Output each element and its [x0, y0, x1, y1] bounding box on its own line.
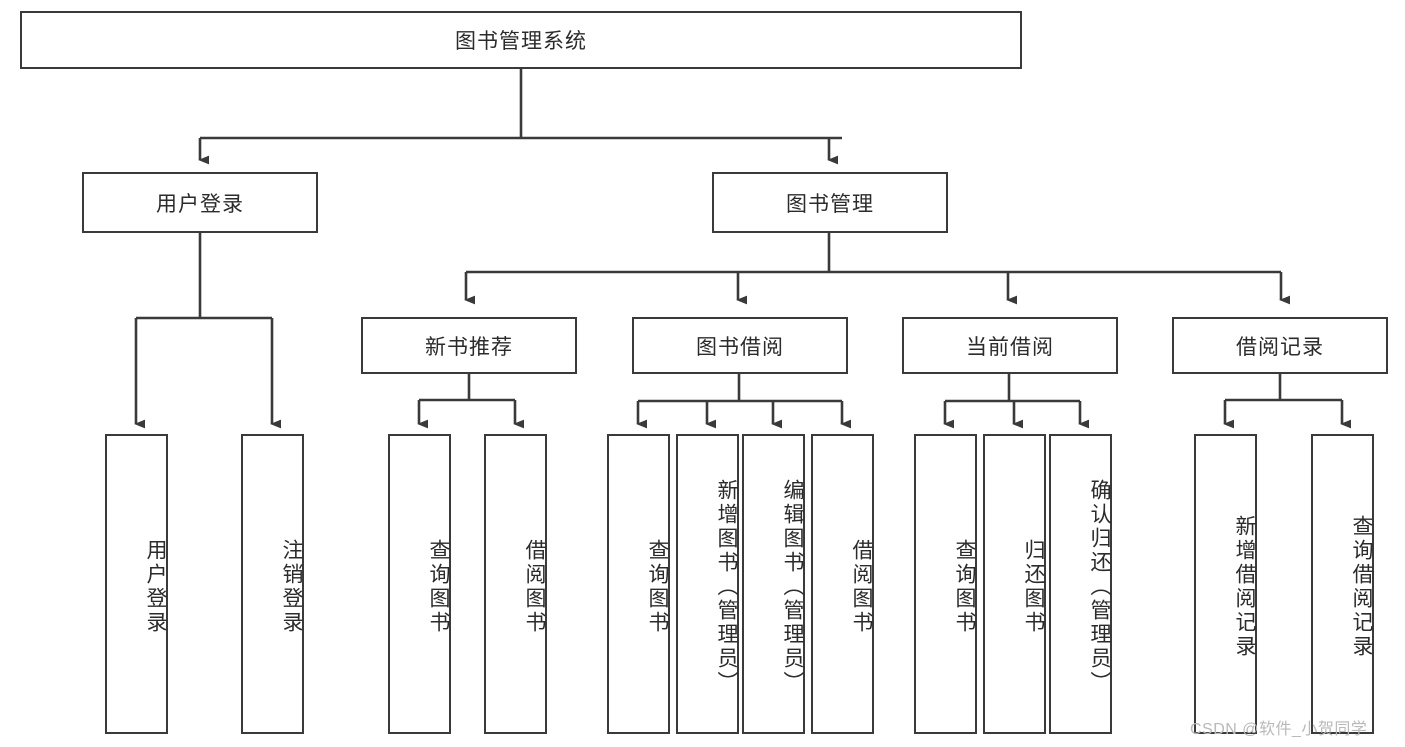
node-leaf-edit-book[interactable]: 编辑图书（管理员）	[742, 434, 805, 734]
node-current-borrow[interactable]: 当前借阅	[902, 317, 1118, 374]
node-leaf-query-record[interactable]: 查询借阅记录	[1311, 434, 1374, 734]
node-label: 注销登录	[280, 539, 303, 635]
node-label: 查询借阅记录	[1350, 515, 1373, 659]
node-label: 查询图书	[646, 539, 669, 635]
node-label: 图书管理	[786, 192, 874, 216]
node-leaf-add-book[interactable]: 新增图书（管理员）	[676, 434, 739, 734]
node-leaf-logout-login[interactable]: 注销登录	[241, 434, 304, 734]
node-label: 当前借阅	[966, 335, 1054, 359]
node-label: 编辑图书（管理员）	[781, 479, 804, 695]
node-leaf-query-book-1[interactable]: 查询图书	[388, 434, 451, 734]
node-label: 确认归还（管理员）	[1088, 479, 1111, 695]
node-label: 图书借阅	[696, 335, 784, 359]
node-book-borrow[interactable]: 图书借阅	[632, 317, 848, 374]
node-leaf-query-book-2[interactable]: 查询图书	[607, 434, 670, 734]
node-label: 新书推荐	[425, 335, 513, 359]
node-leaf-borrow-book-2[interactable]: 借阅图书	[811, 434, 874, 734]
csdn-watermark: CSDN @软件_小贺同学	[1190, 721, 1368, 738]
node-leaf-add-record[interactable]: 新增借阅记录	[1194, 434, 1257, 734]
node-leaf-borrow-book-1[interactable]: 借阅图书	[484, 434, 547, 734]
node-label: 用户登录	[156, 192, 244, 216]
node-label: 借阅图书	[523, 539, 546, 635]
node-label: 新增借阅记录	[1233, 515, 1256, 659]
node-label: 借阅记录	[1236, 335, 1324, 359]
node-leaf-query-book-3[interactable]: 查询图书	[914, 434, 977, 734]
node-label: 图书管理系统	[455, 30, 587, 53]
node-label: 借阅图书	[850, 539, 873, 635]
node-root-system[interactable]: 图书管理系统	[20, 11, 1022, 69]
node-leaf-return-book[interactable]: 归还图书	[983, 434, 1046, 734]
node-borrow-record[interactable]: 借阅记录	[1172, 317, 1388, 374]
node-label: 查询图书	[427, 539, 450, 635]
node-new-book-recommend[interactable]: 新书推荐	[361, 317, 577, 374]
node-leaf-confirm-return[interactable]: 确认归还（管理员）	[1049, 434, 1112, 734]
node-label: 归还图书	[1022, 539, 1045, 635]
node-label: 新增图书（管理员）	[715, 479, 738, 695]
node-book-management[interactable]: 图书管理	[712, 172, 948, 233]
node-label: 查询图书	[953, 539, 976, 635]
node-leaf-user-login[interactable]: 用户登录	[105, 434, 168, 734]
node-label: 用户登录	[144, 539, 167, 635]
node-user-login[interactable]: 用户登录	[82, 172, 318, 233]
